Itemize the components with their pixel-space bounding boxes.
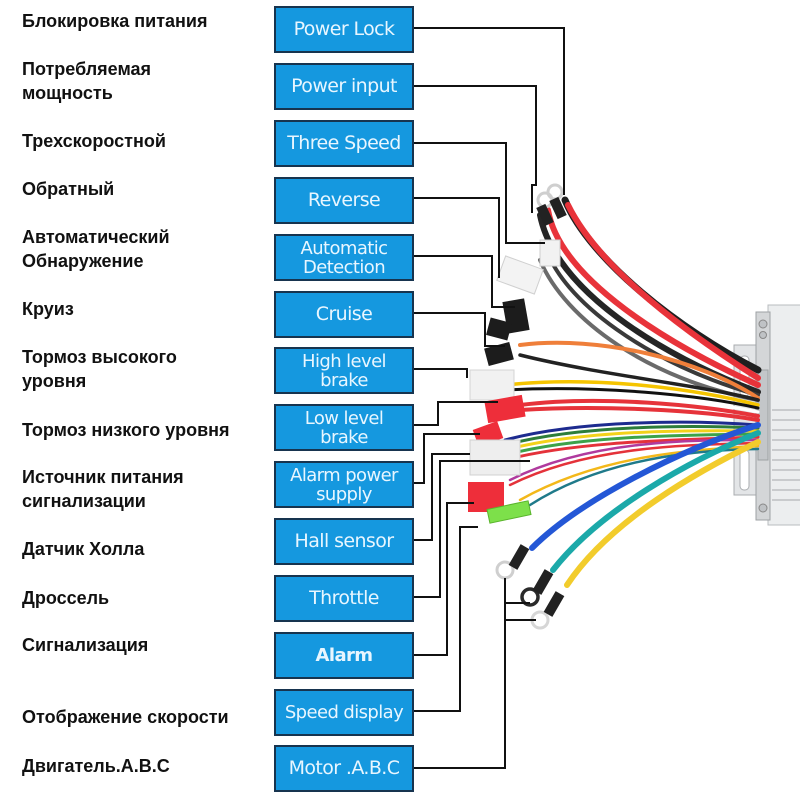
box-label: Three Speed	[287, 132, 401, 154]
leader-line-motor	[412, 578, 506, 769]
ru-label-auto-detection: Автоматический Обнаружение	[22, 227, 170, 271]
leader-lines	[412, 27, 565, 769]
ru-label-speed-display: Отображение скорости	[22, 707, 229, 727]
box-low-brake: Low level brake	[274, 404, 414, 451]
wire-bundle	[503, 196, 762, 588]
box-alarm: Alarm	[274, 632, 414, 679]
ru-label-high-brake: Тормоз высокого уровня	[22, 347, 177, 391]
box-power-input: Power input	[274, 63, 414, 110]
box-hall-sensor: Hall sensor	[274, 518, 414, 565]
box-auto-detection: Automatic Detection	[274, 234, 414, 281]
box-power-lock: Power Lock	[274, 6, 414, 53]
box-label: Alarm	[315, 645, 373, 666]
box-label: Power input	[291, 75, 397, 97]
box-label: Low level brake	[304, 407, 384, 448]
ru-label-cruise: Круиз	[22, 299, 74, 319]
leader-line-auto-detection	[412, 255, 515, 308]
leader-line-alarm	[412, 502, 474, 656]
box-label: Motor .A.B.C	[288, 757, 400, 779]
box-high-brake: High level brake	[274, 347, 414, 394]
leader-line-hall-sensor	[412, 453, 470, 541]
box-label: Automatic Detection	[300, 237, 389, 278]
leader-line-throttle	[412, 460, 530, 598]
ru-label-power-lock: Блокировка питания	[22, 11, 208, 31]
box-label: Power Lock	[293, 18, 395, 40]
box-label: High level brake	[302, 350, 387, 391]
box-label: Reverse	[307, 189, 381, 211]
ru-label-power-input: Потребляемая мощность	[22, 59, 152, 103]
leader-line-power-input	[412, 85, 537, 213]
ru-label-three-speed: Трехскоростной	[22, 131, 166, 151]
ru-label-reverse: Обратный	[22, 179, 115, 199]
box-label: Speed display	[284, 702, 404, 723]
ru-label-throttle: Дроссель	[22, 588, 110, 608]
box-label: Throttle	[309, 587, 379, 609]
box-label: Hall sensor	[294, 530, 395, 552]
box-motor-abc: Motor .A.B.C	[274, 745, 414, 792]
box-throttle: Throttle	[274, 575, 414, 622]
leader-line-reverse	[412, 197, 500, 278]
box-label: Alarm power supply	[290, 464, 398, 505]
ru-label-alarm: Сигнализация	[22, 635, 149, 655]
ru-label-alarm-power: Источник питания сигнализации	[22, 467, 184, 511]
box-cruise: Cruise	[274, 291, 414, 338]
box-three-speed: Three Speed	[274, 120, 414, 167]
leader-line-speed-display	[412, 526, 478, 712]
leader-line-low-brake	[412, 401, 498, 426]
connectors	[468, 183, 567, 630]
leader-line-power-lock	[412, 27, 565, 195]
ru-label-hall-sensor: Датчик Холла	[22, 539, 145, 559]
box-alarm-power: Alarm power supply	[274, 461, 414, 508]
leader-line-high-brake	[412, 368, 468, 378]
ru-label-motor-abc: Двигатель.А.В.С	[22, 756, 170, 776]
ru-label-low-brake: Тормоз низкого уровня	[22, 420, 230, 440]
leader-line-three-speed	[412, 142, 545, 244]
box-speed-display: Speed display	[274, 689, 414, 736]
leader-line-alarm-power	[412, 433, 480, 484]
box-label: Cruise	[315, 303, 373, 325]
box-reverse: Reverse	[274, 177, 414, 224]
leader-line-cruise	[412, 312, 505, 347]
